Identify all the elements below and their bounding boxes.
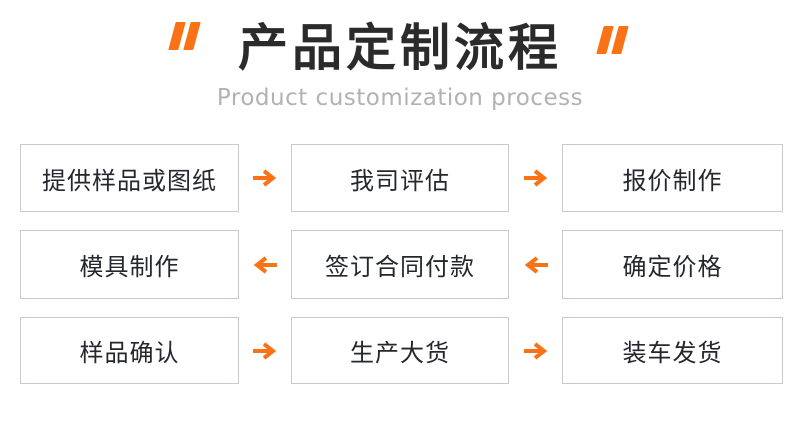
step-provide-sample-or-drawing: 提供样品或图纸 [20, 144, 239, 212]
step-company-evaluation: 我司评估 [291, 144, 509, 212]
flow-arrow-right-icon [509, 317, 562, 384]
flow-arrow-right-icon [239, 144, 291, 212]
page-title: 产品定制流程 [238, 19, 562, 77]
flow-arrow-left-icon [239, 230, 291, 299]
flow-arrow-right-icon [239, 317, 291, 384]
close-quote-icon [596, 26, 629, 54]
step-mold-making: 模具制作 [20, 230, 239, 299]
step-sample-confirmation: 样品确认 [20, 317, 239, 384]
page-subtitle: Product customization process [216, 85, 584, 111]
step-load-and-ship: 装车发货 [562, 317, 783, 384]
process-flow-grid: 提供样品或图纸 我司评估 报价制作 模具制作 签订合同付款 [20, 144, 783, 384]
step-quotation-making: 报价制作 [562, 144, 783, 212]
step-mass-production: 生产大货 [291, 317, 509, 384]
flow-arrow-right-icon [509, 144, 562, 212]
step-confirm-price: 确定价格 [562, 230, 783, 299]
flow-arrow-left-icon [509, 230, 562, 299]
step-sign-contract-payment: 签订合同付款 [291, 230, 509, 299]
